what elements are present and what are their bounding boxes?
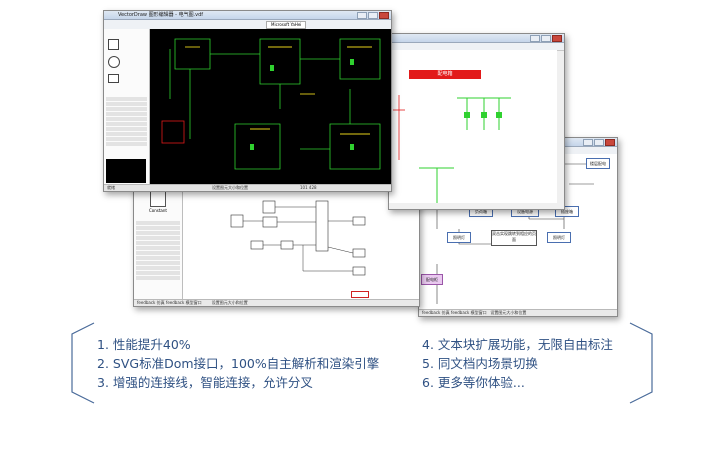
flow-node[interactable]: 插座箱 [555, 206, 579, 217]
flow-node[interactable]: 照明灯 [447, 232, 471, 243]
window-controls [357, 12, 389, 19]
block-properties-panel: Constant [134, 187, 183, 299]
feature-item: 3. 增强的连接线，智能连接，允许分叉 [97, 375, 313, 390]
block-statusbar: feedback 仿真 feedback 模型窗口 设置图元大小和位置 [134, 299, 419, 306]
electrical-titlebar[interactable] [389, 34, 564, 43]
status-mid: 设置图元大小和位置 [211, 300, 248, 305]
minimize-icon[interactable] [583, 139, 593, 146]
maximize-icon[interactable] [368, 12, 378, 19]
main-canvas[interactable] [150, 29, 391, 185]
status-left: 就绪 [107, 185, 115, 190]
feature-list-left: 1. 性能提升40% 2. SVG标准Dom接口，100%自主解析和渲染引擎 3… [97, 335, 379, 392]
electrical-canvas[interactable]: 配电箱 [389, 50, 557, 203]
maximize-icon[interactable] [541, 35, 551, 42]
red-marker [351, 291, 369, 298]
feature-item: 1. 性能提升40% [97, 337, 191, 352]
block-diagram [230, 200, 366, 276]
window-controls [530, 35, 562, 42]
status-mid: 设置图元大小和位置 [490, 310, 527, 315]
shape-library-panel [104, 29, 150, 185]
close-icon[interactable] [379, 12, 389, 19]
maximize-icon[interactable] [594, 139, 604, 146]
flow-node-pink[interactable]: 配电柜 [421, 274, 443, 285]
feature-callout [70, 322, 654, 404]
block-preview[interactable] [150, 191, 166, 207]
shape-ellipse[interactable] [108, 56, 120, 68]
window-controls [583, 139, 615, 146]
block-label: Constant [149, 208, 167, 213]
window-title: VectorDraw 图形编辑器 - 电气图.vdf [118, 12, 204, 18]
feature-list-right: 4. 文本块扩展功能，无限自由标注 5. 同文档内场景切换 6. 更多等你体验.… [422, 335, 613, 392]
block-canvas[interactable] [183, 187, 419, 299]
status-mid: 设置图元大小和位置 [212, 185, 248, 190]
shape-rect-2[interactable] [108, 74, 119, 83]
font-box[interactable]: Microsoft YaHei [266, 21, 307, 29]
feature-item: 5. 同文档内场景切换 [422, 356, 538, 371]
main-statusbar: 就绪 设置图元大小和位置 101 428 [104, 184, 391, 191]
flow-statusbar: feedback 仿真 feedback 模型窗口 设置图元大小和位置 [419, 309, 617, 316]
red-title-label: 配电箱 [409, 70, 481, 79]
mini-preview[interactable] [106, 159, 146, 183]
electrical-schematic [393, 95, 511, 203]
shape-rect[interactable] [108, 39, 119, 50]
close-icon[interactable] [605, 139, 615, 146]
main-editor-window: VectorDraw 图形编辑器 - 电气图.vdf Microsoft YaH… [103, 10, 392, 192]
status-left: feedback 仿真 feedback 模型窗口 [137, 300, 202, 305]
main-schematic [161, 38, 381, 170]
flow-node[interactable]: 照明灯 [547, 232, 571, 243]
status-left: feedback 仿真 feedback 模型窗口 [422, 310, 487, 315]
close-icon[interactable] [552, 35, 562, 42]
electrical-window: 配电箱 [388, 33, 565, 210]
minimize-icon[interactable] [530, 35, 540, 42]
feature-item: 6. 更多等你体验... [422, 375, 525, 390]
minimize-icon[interactable] [357, 12, 367, 19]
feature-item: 2. SVG标准Dom接口，100%自主解析和渲染引擎 [97, 356, 380, 371]
block-diagram-window: Constant [133, 186, 420, 307]
main-titlebar[interactable]: VectorDraw 图形编辑器 - 电气图.vdf [104, 11, 391, 20]
status-right: 101 428 [300, 185, 317, 190]
flow-node[interactable]: 楼层配电 [586, 158, 610, 169]
feature-item: 4. 文本块扩展功能，无限自由标注 [422, 337, 613, 352]
callout-brackets [71, 322, 653, 404]
flow-note: 双击实现跳转到相应的页面 [491, 230, 537, 246]
